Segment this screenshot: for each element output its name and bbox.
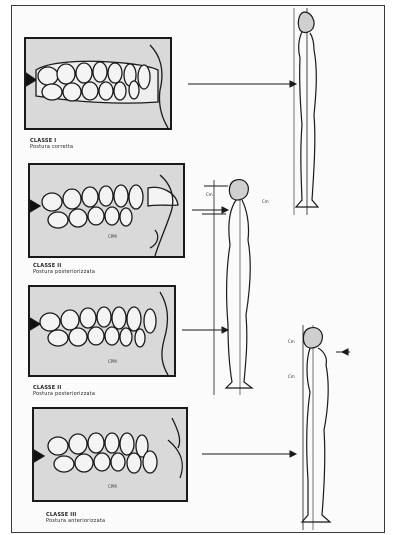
posture-figure-class-3 [302,325,330,530]
panel-label-2: CPM [108,234,117,239]
caption-class-2b: CLASSE II Postura posteriorizzata [33,385,95,397]
caption-class-1: CLASSE I Postura corretta [30,138,73,150]
dentition-class-1 [26,45,168,128]
caption-class-3: CLASSE III Postura anteriorizzata [46,512,105,524]
figure-marker-1: Cm [262,199,269,204]
caption-subtitle: Postura corretta [30,144,73,150]
figure-marker-3: Cm [288,374,295,379]
posture-figure-class-2 [214,180,252,395]
dentition-class-3 [34,418,182,478]
figure-marker-2: Cm [288,339,295,344]
figure-marker-4: Cm [206,192,213,197]
dentition-class-2b [30,292,168,375]
caption-subtitle: Postura posteriorizzata [33,269,95,275]
connector-arrows [182,81,296,457]
panel-label-4: CPM [108,484,117,489]
caption-subtitle: Postura posteriorizzata [33,391,95,397]
panel-label-3: CPM [108,359,117,364]
caption-class-2: CLASSE II Postura posteriorizzata [33,263,95,275]
caption-subtitle: Postura anteriorizzata [46,518,105,524]
posture-figure-class-1 [294,8,318,215]
dentition-class-2 [30,175,178,256]
